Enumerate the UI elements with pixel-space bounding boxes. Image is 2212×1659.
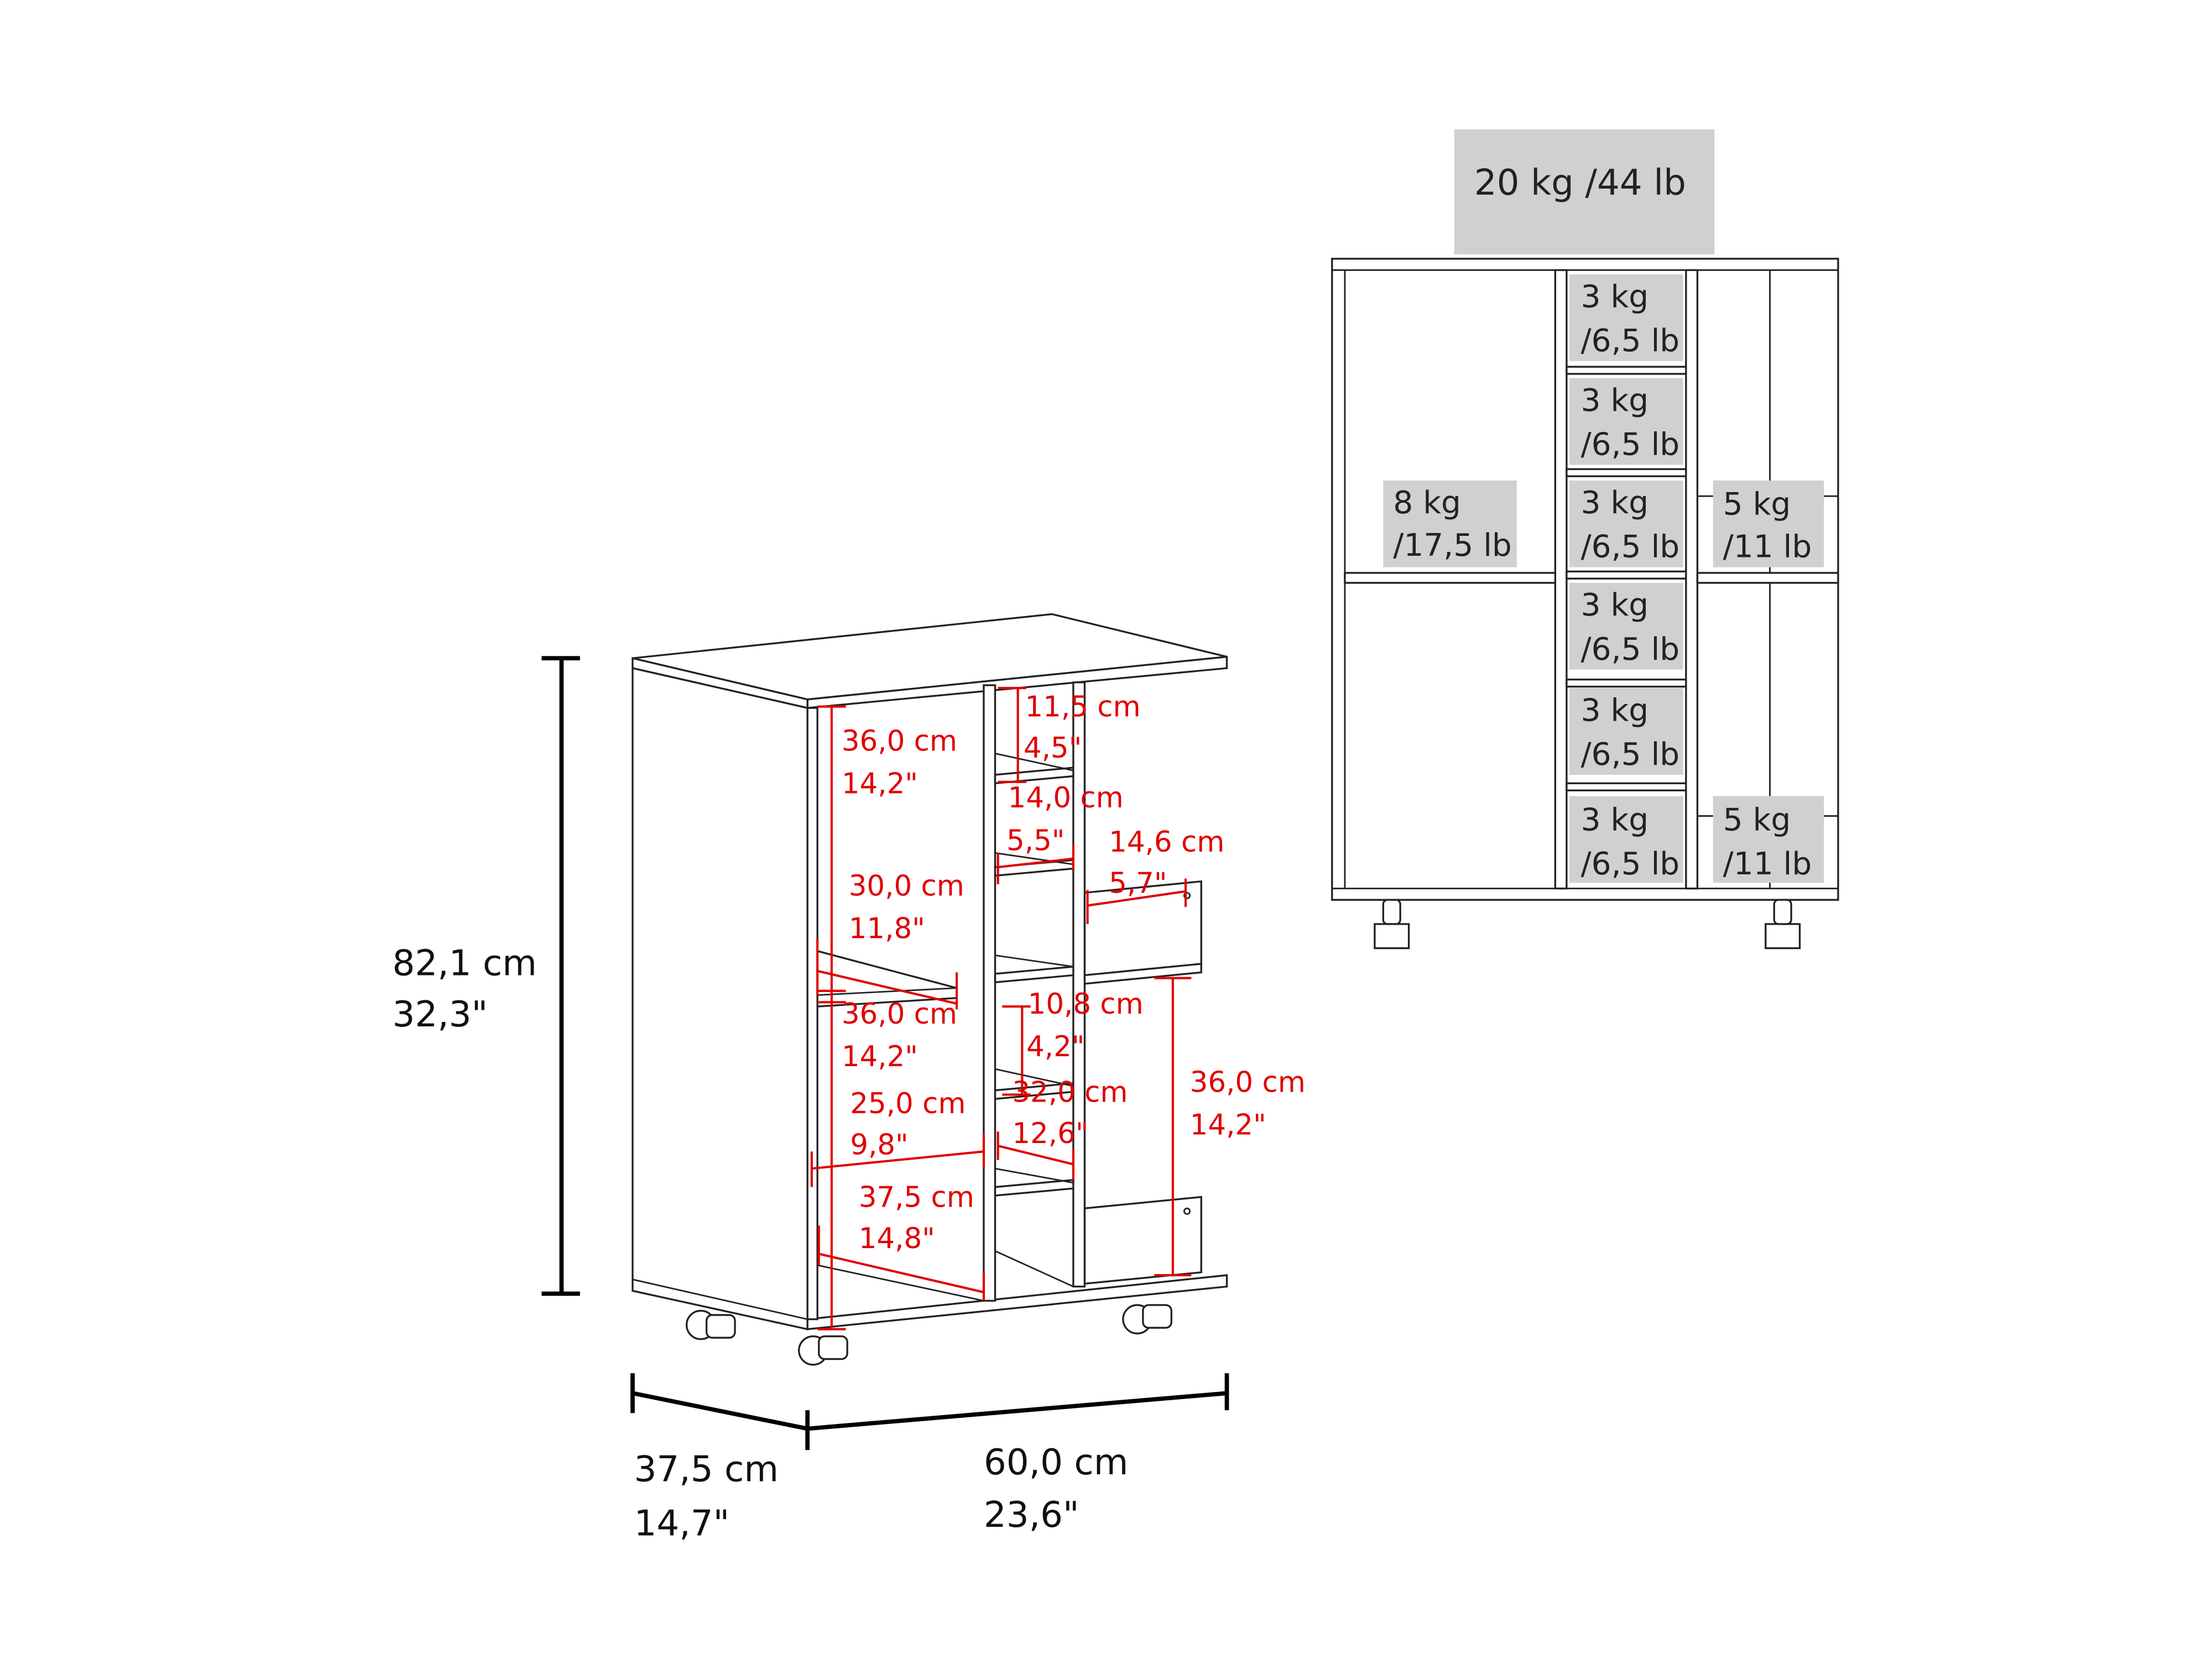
overall-dimensions: 82,1 cm 32,3" 37,5 cm 14,7" 60,0 cm 23,6… <box>393 656 1229 1544</box>
left-shelf-load-kg: 8 kg <box>1393 485 1461 521</box>
height-cm: 82,1 cm <box>393 942 537 984</box>
cubby-load-lb: /6,5 lb <box>1581 323 1680 359</box>
dim-label-in: 14,2" <box>1190 1108 1266 1141</box>
cubby-load-kg: 3 kg <box>1581 279 1649 315</box>
dim-label-cm: 11,5 cm <box>1025 691 1140 724</box>
cubby-load-lb: /6,5 lb <box>1581 846 1680 882</box>
dim-label-in: 4,2" <box>1026 1030 1084 1063</box>
dim-label-cm: 25,0 cm <box>850 1087 966 1120</box>
dim-label-in: 5,7" <box>1109 867 1167 900</box>
right-upper-load-lb: /11 lb <box>1723 529 1812 565</box>
depth-in: 14,7" <box>634 1503 730 1544</box>
dim-label-cm: 36,0 cm <box>1190 1066 1306 1099</box>
cubby-load-lb: /6,5 lb <box>1581 737 1680 773</box>
dim-label-cm: 30,0 cm <box>849 870 964 903</box>
cubby-load-kg: 3 kg <box>1581 383 1649 419</box>
dim-label-in: 14,2" <box>842 767 918 800</box>
dim-label-in: 4,5" <box>1024 732 1082 765</box>
dim-label-cm: 37,5 cm <box>859 1181 974 1214</box>
cubby-load-kg: 3 kg <box>1581 692 1649 728</box>
cubby-load-kg: 3 kg <box>1581 587 1649 623</box>
dim-label-in: 11,8" <box>849 912 925 946</box>
front-view-cabinet <box>1331 258 1839 950</box>
dim-label-cm: 10,8 cm <box>1028 988 1144 1021</box>
dim-label-cm: 14,0 cm <box>1008 781 1124 815</box>
cubby-load-lb: /6,5 lb <box>1581 529 1680 565</box>
load-capacity-labels: 20 kg /44 lb 8 kg /17,5 lb 3 kg /6,5 lb … <box>1383 129 1824 883</box>
middle-shelves <box>817 753 1074 1302</box>
dim-label-in: 14,2" <box>842 1040 918 1073</box>
height-in: 32,3" <box>393 994 488 1035</box>
dim-label-in: 9,8" <box>850 1128 908 1161</box>
inner-dimension-lines <box>810 687 1192 1331</box>
right-lower-load-kg: 5 kg <box>1723 802 1791 838</box>
right-lower-load-lb: /11 lb <box>1723 846 1812 882</box>
cubby-load-lb: /6,5 lb <box>1581 427 1680 463</box>
dim-label-in: 5,5" <box>1006 824 1065 857</box>
caster-wheels <box>685 1304 1172 1366</box>
cubby-load-kg: 3 kg <box>1581 802 1649 838</box>
width-cm: 60,0 cm <box>984 1442 1128 1483</box>
width-in: 23,6" <box>984 1494 1079 1536</box>
caster-wheels-front <box>1374 899 1801 950</box>
dim-label-in: 14,8" <box>859 1222 935 1255</box>
inner-dimension-labels: 36,0 cm 14,2" 11,5 cm 4,5" 14,0 cm 5,5" … <box>842 691 1306 1255</box>
dim-label-cm: 14,6 cm <box>1109 826 1224 859</box>
dim-label-cm: 32,0 cm <box>1012 1076 1128 1109</box>
right-upper-load-kg: 5 kg <box>1723 487 1791 523</box>
dim-label-cm: 36,0 cm <box>842 724 957 758</box>
top-load-label: 20 kg /44 lb <box>1474 162 1686 204</box>
left-shelf-load-lb: /17,5 lb <box>1393 528 1512 564</box>
dim-label-cm: 36,0 cm <box>842 998 957 1031</box>
depth-cm: 37,5 cm <box>634 1449 779 1490</box>
middle-column-shelves <box>1566 366 1687 791</box>
cubby-load-kg: 3 kg <box>1581 485 1649 521</box>
cubby-load-lb: /6,5 lb <box>1581 632 1680 667</box>
dim-label-in: 12,6" <box>1012 1117 1088 1150</box>
